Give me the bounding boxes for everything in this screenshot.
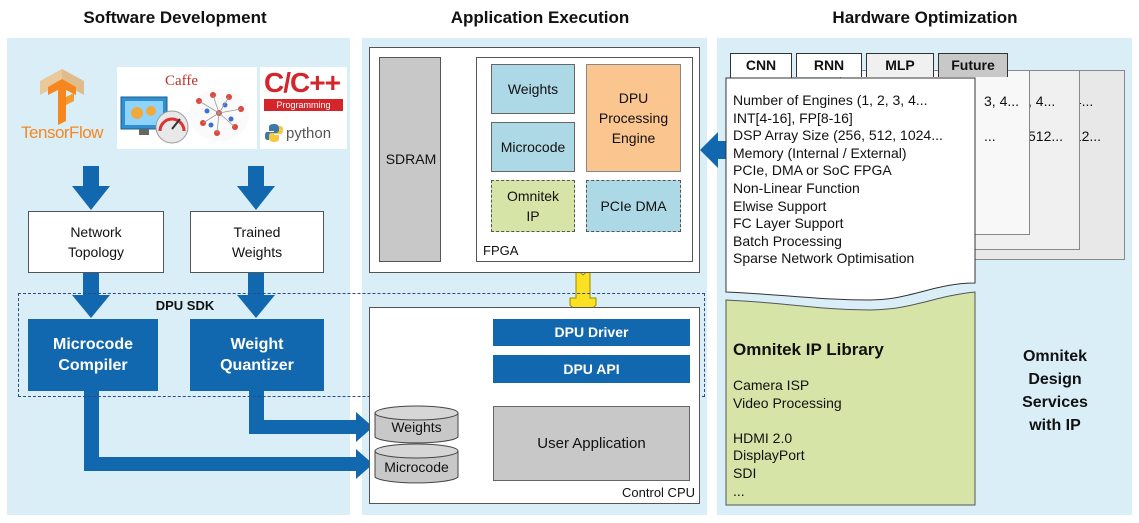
tab-cnn[interactable]: CNN	[730, 53, 792, 79]
caffe-illustration	[120, 89, 249, 144]
omnitek-ip-block: Omnitek IP	[491, 180, 575, 232]
caffe-logo: Caffe	[117, 67, 257, 149]
ip-library-item: HDMI 2.0	[733, 429, 793, 446]
ghost-text-6: ...	[984, 128, 996, 144]
weight-quantizer-box: Weight Quantizer	[190, 319, 324, 391]
cnn-item: PCIe, DMA or SoC FPGA	[733, 162, 892, 179]
fpga-label: FPGA	[483, 243, 519, 258]
ghost-text-3: , 4...	[1028, 93, 1056, 109]
cpp-logo-text: C/C++	[264, 67, 341, 98]
tab-future[interactable]: Future	[938, 53, 1008, 77]
cnn-item: DSP Array Size (256, 512, 1024...	[733, 127, 943, 144]
trained-weights-box: Trained Weights	[190, 211, 324, 273]
microcode-store: Microcode	[374, 443, 459, 485]
cpp-python-logo: C/C++ Programming python	[260, 67, 347, 149]
cnn-item: Number of Engines (1, 2, 3, 4...	[733, 92, 928, 108]
cnn-item: Batch Processing	[733, 232, 842, 249]
caffe-logo-text: Caffe	[165, 73, 199, 89]
ip-library-item	[733, 412, 963, 430]
cnn-item: Sparse Network Optimisation	[733, 250, 915, 267]
ip-library-list: Camera ISP Video Processing HDMI 2.0 Dis…	[733, 377, 963, 500]
weight-quantizer-label: Weight Quantizer	[220, 336, 294, 374]
ip-library-item: ...	[733, 482, 745, 499]
cnn-parameter-list: Number of Engines (1, 2, 3, 4... INT[4-1…	[733, 92, 978, 268]
cnn-item: Memory (Internal / External)	[733, 144, 907, 161]
python-icon	[265, 124, 283, 142]
sdram-block: SDRAM	[379, 57, 441, 262]
weights-store: Weights	[374, 405, 459, 445]
network-topology-box: Network Topology	[28, 211, 164, 273]
dpu-api-box: DPU API	[493, 355, 690, 383]
microcode-compiler-label: Microcode Compiler	[52, 336, 133, 374]
tensorflow-logo-text: TensorFlow	[21, 123, 103, 142]
dpu-processing-engine-block: DPU Processing Engine	[586, 64, 681, 172]
trained-weights-label: Trained Weights	[231, 224, 283, 260]
ip-library-item: Video Processing	[733, 394, 842, 411]
ghost-text-4: 512...	[1028, 128, 1064, 144]
omnitek-ip-label: Omnitek IP	[506, 188, 560, 224]
header-hardware-optimization: Hardware Optimization	[832, 8, 1018, 27]
python-logo-text: python	[286, 125, 332, 142]
microcode-store-label: Microcode	[384, 459, 449, 475]
cpp-logo-subtitle: Programming	[264, 99, 343, 111]
microcode-compiler-box: Microcode Compiler	[28, 319, 158, 391]
weights-store-label: Weights	[391, 419, 442, 435]
microcode-block: Microcode	[491, 122, 575, 172]
control-cpu-label: Control CPU	[622, 485, 695, 500]
design-services-label: Omnitek Design Services with IP	[1022, 348, 1088, 434]
user-application-box: User Application	[493, 406, 690, 481]
header-software-development: Software Development	[83, 8, 267, 27]
ip-library-item: Camera ISP	[733, 377, 810, 393]
pcie-dma-block: PCIe DMA	[586, 180, 681, 232]
header-application-execution: Application Execution	[450, 8, 630, 27]
dpu-sdk-boundary	[18, 293, 705, 397]
dpu-processing-engine-label: DPU Processing Engine	[598, 90, 669, 146]
cnn-item: INT[4-16], FP[8-16]	[733, 109, 853, 126]
cnn-item: Non-Linear Function	[733, 179, 860, 196]
tab-mlp[interactable]: MLP	[866, 53, 934, 77]
network-topology-label: Network Topology	[67, 224, 125, 260]
sdram-label: SDRAM	[385, 151, 437, 167]
dpu-sdk-label: DPU SDK	[155, 298, 215, 313]
cnn-item: FC Layer Support	[733, 215, 844, 232]
ip-library-item: DisplayPort	[733, 447, 805, 464]
ghost-text-5: 3, 4...	[984, 93, 1020, 109]
tensorflow-logo: TensorFlow	[10, 65, 114, 155]
dpu-driver-box: DPU Driver	[493, 319, 690, 346]
ip-library-title: Omnitek IP Library	[733, 340, 884, 359]
cnn-item: Elwise Support	[733, 197, 827, 214]
weights-block: Weights	[491, 64, 575, 114]
tab-rnn[interactable]: RNN	[796, 53, 862, 77]
ip-library-item: SDI	[733, 464, 757, 481]
